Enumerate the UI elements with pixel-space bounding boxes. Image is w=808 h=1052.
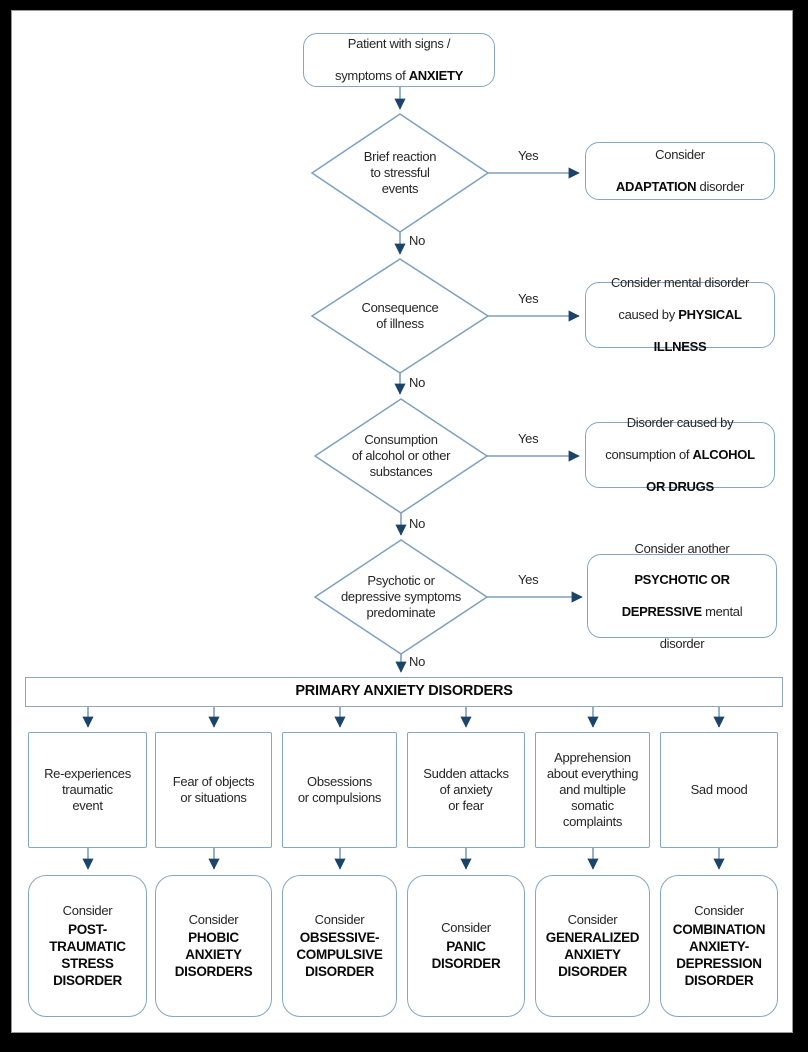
consider-label: Consider xyxy=(314,911,365,927)
symptom-sad-mood: Sad mood xyxy=(660,732,778,848)
result-2-bold2: ILLNESS xyxy=(653,338,707,354)
disorder-name: PHOBIC ANXIETY DISORDERS xyxy=(174,930,253,980)
result-alcohol-drugs: Disorder caused by consumption of ALCOHO… xyxy=(585,415,775,494)
start-line2: symptoms of xyxy=(335,67,409,83)
consider-label: Consider xyxy=(62,903,113,919)
result-4-line4: disorder xyxy=(659,635,705,651)
symptom-reexperiences-trauma: Re-experiences traumatic event xyxy=(28,732,147,848)
symptom-sudden-attacks: Sudden attacks of anxiety or fear xyxy=(407,732,525,848)
diamond-shape-3 xyxy=(313,398,489,514)
consider-label: Consider xyxy=(441,920,491,936)
disorder-name: PANIC DISORDER xyxy=(431,938,501,971)
no-label-4: No xyxy=(409,654,426,669)
consider-label: Consider xyxy=(694,903,744,919)
result-2-line2: caused by xyxy=(618,307,679,323)
no-label-3: No xyxy=(409,516,426,531)
result-3-line1: Disorder caused by xyxy=(626,415,734,431)
yes-label-1: Yes xyxy=(518,148,539,163)
symptom-fear-objects: Fear of objects or situations xyxy=(155,732,272,848)
yes-label-3: Yes xyxy=(518,431,539,446)
disorder-name: GENERALIZED ANXIETY DISORDER xyxy=(545,930,640,980)
result-3-line2: consumption of xyxy=(605,447,693,463)
result-physical-illness: Consider mental disorder caused by PHYSI… xyxy=(585,275,775,354)
symptom-obsessions: Obsessions or compulsions xyxy=(282,732,397,848)
decision-substance-consumption: Consumption of alcohol or other substanc… xyxy=(351,432,451,479)
result-3-bold2: OR DRUGS xyxy=(646,478,714,494)
diamond-shape-1 xyxy=(310,113,490,233)
result-4-bold2: DEPRESSIVE xyxy=(621,603,702,619)
result-2-bold1: PHYSICAL xyxy=(678,307,742,323)
result-4-line3: mental xyxy=(701,603,743,619)
disorder-name: COMBINATION ANXIETY- DEPRESSION DISORDER xyxy=(672,921,766,988)
consider-label: Consider xyxy=(567,911,618,927)
start-line2-bold: ANXIETY xyxy=(408,67,464,83)
disorder-name: OBSESSIVE- COMPULSIVE DISORDER xyxy=(296,930,383,980)
decision-brief-reaction: Brief reaction to stressful events xyxy=(363,149,437,196)
start-line1: Patient with signs / xyxy=(347,36,451,52)
disorder-name: POST- TRAUMATIC STRESS DISORDER xyxy=(49,921,126,988)
result-3-bold1: ALCOHOL xyxy=(692,447,755,463)
result-4-line1: Consider another xyxy=(634,540,730,556)
decision-consequence-illness: Consequence of illness xyxy=(361,300,439,331)
yes-label-4: Yes xyxy=(518,572,539,587)
consider-label: Consider xyxy=(188,911,239,927)
result-2-line1: Consider mental disorder xyxy=(610,275,750,291)
result-1-line1: Consider xyxy=(655,147,705,163)
diamond-shape-2 xyxy=(310,258,490,374)
no-label-2: No xyxy=(409,375,426,390)
decision-psychotic-depressive: Psychotic or depressive symptoms predomi… xyxy=(340,573,461,620)
result-1-bold: ADAPTATION xyxy=(615,178,697,194)
no-label-1: No xyxy=(409,233,426,248)
result-1-line2: disorder xyxy=(696,178,745,194)
result-psychotic-depressive: Consider another PSYCHOTIC OR DEPRESSIVE… xyxy=(587,541,777,651)
yes-label-2: Yes xyxy=(518,291,539,306)
primary-anxiety-band: PRIMARY ANXIETY DISORDERS xyxy=(25,677,783,707)
symptom-apprehension: Apprehension about everything and multip… xyxy=(535,732,650,848)
result-4-bold1: PSYCHOTIC OR xyxy=(634,572,730,588)
start-node: Patient with signs / symptoms of ANXIETY xyxy=(303,33,495,87)
diamond-shape-4 xyxy=(313,539,489,655)
result-adaptation-disorder: Consider ADAPTATION disorder xyxy=(585,142,775,200)
